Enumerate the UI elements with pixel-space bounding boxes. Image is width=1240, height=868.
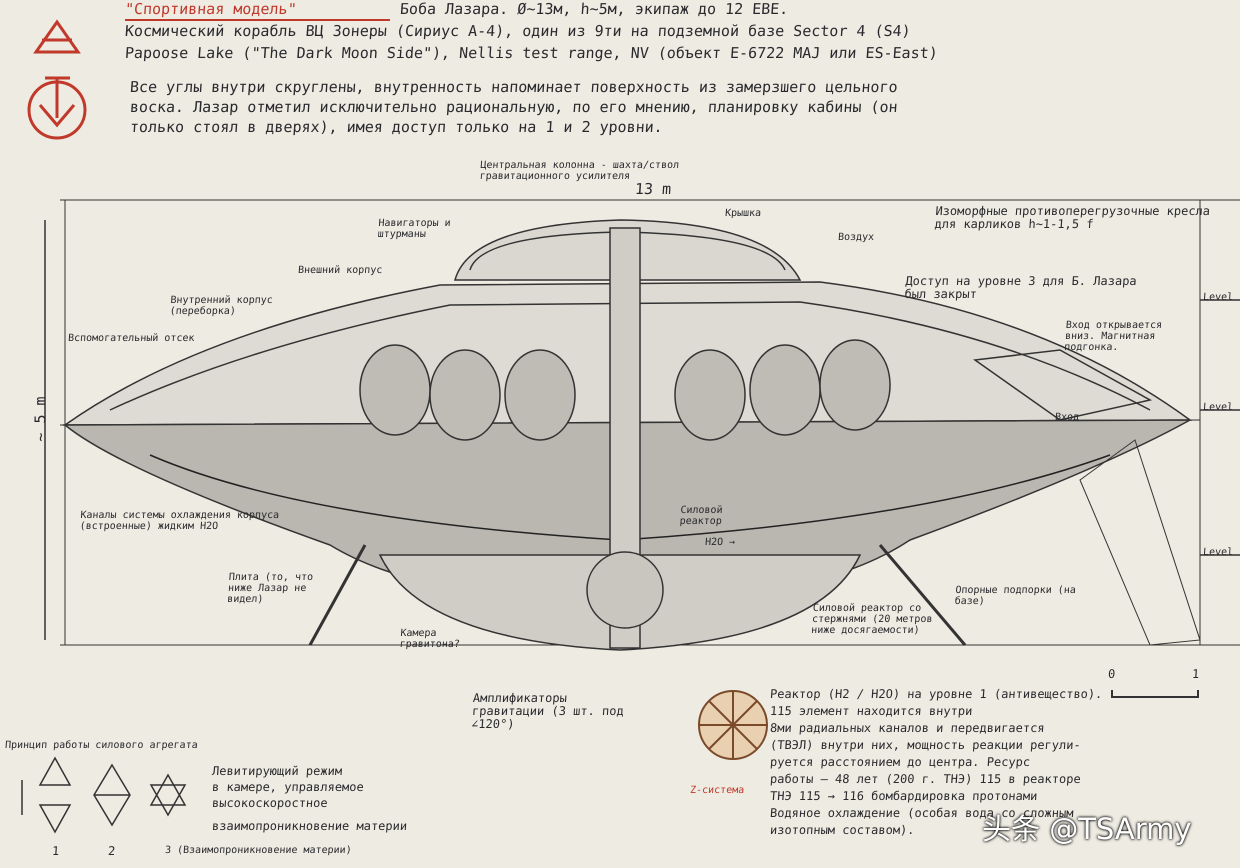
reactor-line: 8ми радиальных каналов и передвигается [769, 721, 1046, 735]
reactor-line: работы — 48 лет (200 г. ТНЭ) 115 в реакт… [769, 772, 1082, 786]
landing-leg [308, 544, 367, 646]
principle-title: Принцип работы силового агрегата [4, 740, 199, 751]
landing-leg [878, 544, 967, 646]
entrance-door [972, 349, 1153, 421]
label-z-system: Z-система [689, 785, 745, 796]
scale-one: 1 [1191, 667, 1200, 681]
ladder [1079, 439, 1201, 646]
principle-number: 1 [51, 844, 60, 858]
seats [359, 339, 891, 441]
label-reactor-small: Силовой реактор [679, 505, 723, 527]
level-label: Level [1202, 292, 1234, 303]
reactor-line: 115 элемент находится внутри [769, 704, 973, 718]
principle-number: 3 (Взаимопроникновение материи) [164, 845, 353, 856]
reactor-line: (ТВЭЛ) внутри них, мощность реакции регу… [769, 738, 1082, 752]
watermark: 头条 @TSArmy [982, 812, 1192, 846]
scale-bar [1111, 690, 1199, 698]
label-plate: Плита (то, что ниже Лазар не видел) [226, 572, 314, 605]
label-seats: Изоморфные противоперегрузочные кресла д… [934, 204, 1211, 231]
reactor-line: ТНЭ 115 → 116 бомбардировка протонами [769, 789, 1038, 803]
principle-item: взаимопроникновение материи [211, 819, 408, 833]
label-amplifiers: Амплификаторы гравитации (3 шт. под ∠120… [470, 691, 625, 731]
star-symbol [149, 773, 187, 817]
label-level3: Доступ на уровне 3 для Б. Лазара был зак… [904, 274, 1138, 301]
label-support: Опорные подпорки (на базе) [954, 585, 1077, 607]
principle-item: высокоскоростное [211, 796, 329, 810]
label-h2o: H2O → [704, 537, 736, 548]
diamond-symbol [93, 763, 131, 827]
label-gravity-chamber: Камера гравитона? [399, 628, 461, 650]
reactor-sphere [586, 551, 664, 629]
label-navigators: Навигаторы и штурманы [377, 218, 452, 240]
title: "Спортивная модель" [124, 0, 298, 18]
scale-zero: 0 [1107, 667, 1116, 681]
label-central-column: Центральная колонна - шахта/ствол гравит… [479, 160, 680, 182]
label-right-note: Вход открывается вниз. Магнитная подгонк… [1063, 320, 1163, 353]
principle-number: 2 [107, 844, 116, 858]
label-inner-hull: Внутренний корпус (переборка) [169, 295, 274, 317]
red-emblem-icon [27, 19, 87, 140]
label-outer-hull: Внешний корпус [297, 265, 383, 276]
paragraph-line: воска. Лазар отметил исключительно рацио… [129, 98, 899, 116]
triangle-symbol [38, 756, 72, 834]
label-height: ~ 5 m [31, 396, 50, 442]
header-line1: Боба Лазара. Ø~13м, h~5м, экипаж до 12 E… [399, 0, 789, 18]
reactor-line: Реактор (H2 / H2O) на уровне 1 (антивеще… [769, 687, 1103, 701]
header-line3: Papoose Lake ("The Dark Moon Side"), Nel… [124, 44, 939, 62]
reactor-line: руется расстоянием до центра. Ресурс [769, 755, 1031, 769]
paragraph-line: только стоял в дверях), имея доступ толь… [129, 118, 664, 136]
label-entrance: Вход [1054, 412, 1080, 423]
label-power-reactor: Силовой реактор со стержнями (20 метров … [810, 603, 933, 636]
header-line2: Космический корабль ВЦ Зонеры (Сириус А-… [124, 22, 912, 40]
principle-item: в камере, управляемое [211, 780, 365, 794]
label-diameter: 13 m [634, 180, 672, 198]
label-cooling: Каналы системы охлаждения корпуса (встро… [79, 510, 280, 532]
label-hatch: Крышка [724, 208, 762, 219]
principle-item: Левитирующий режим [211, 764, 343, 778]
z-system-wheel-icon [698, 690, 768, 760]
level-label: Level [1202, 547, 1234, 558]
paragraph-line: Все углы внутри скруглены, внутренность … [129, 78, 899, 96]
label-airlock: Воздух [837, 232, 875, 243]
label-auxiliary: Вспомогательный отсек [67, 333, 195, 344]
level-label: Level [1202, 402, 1234, 413]
